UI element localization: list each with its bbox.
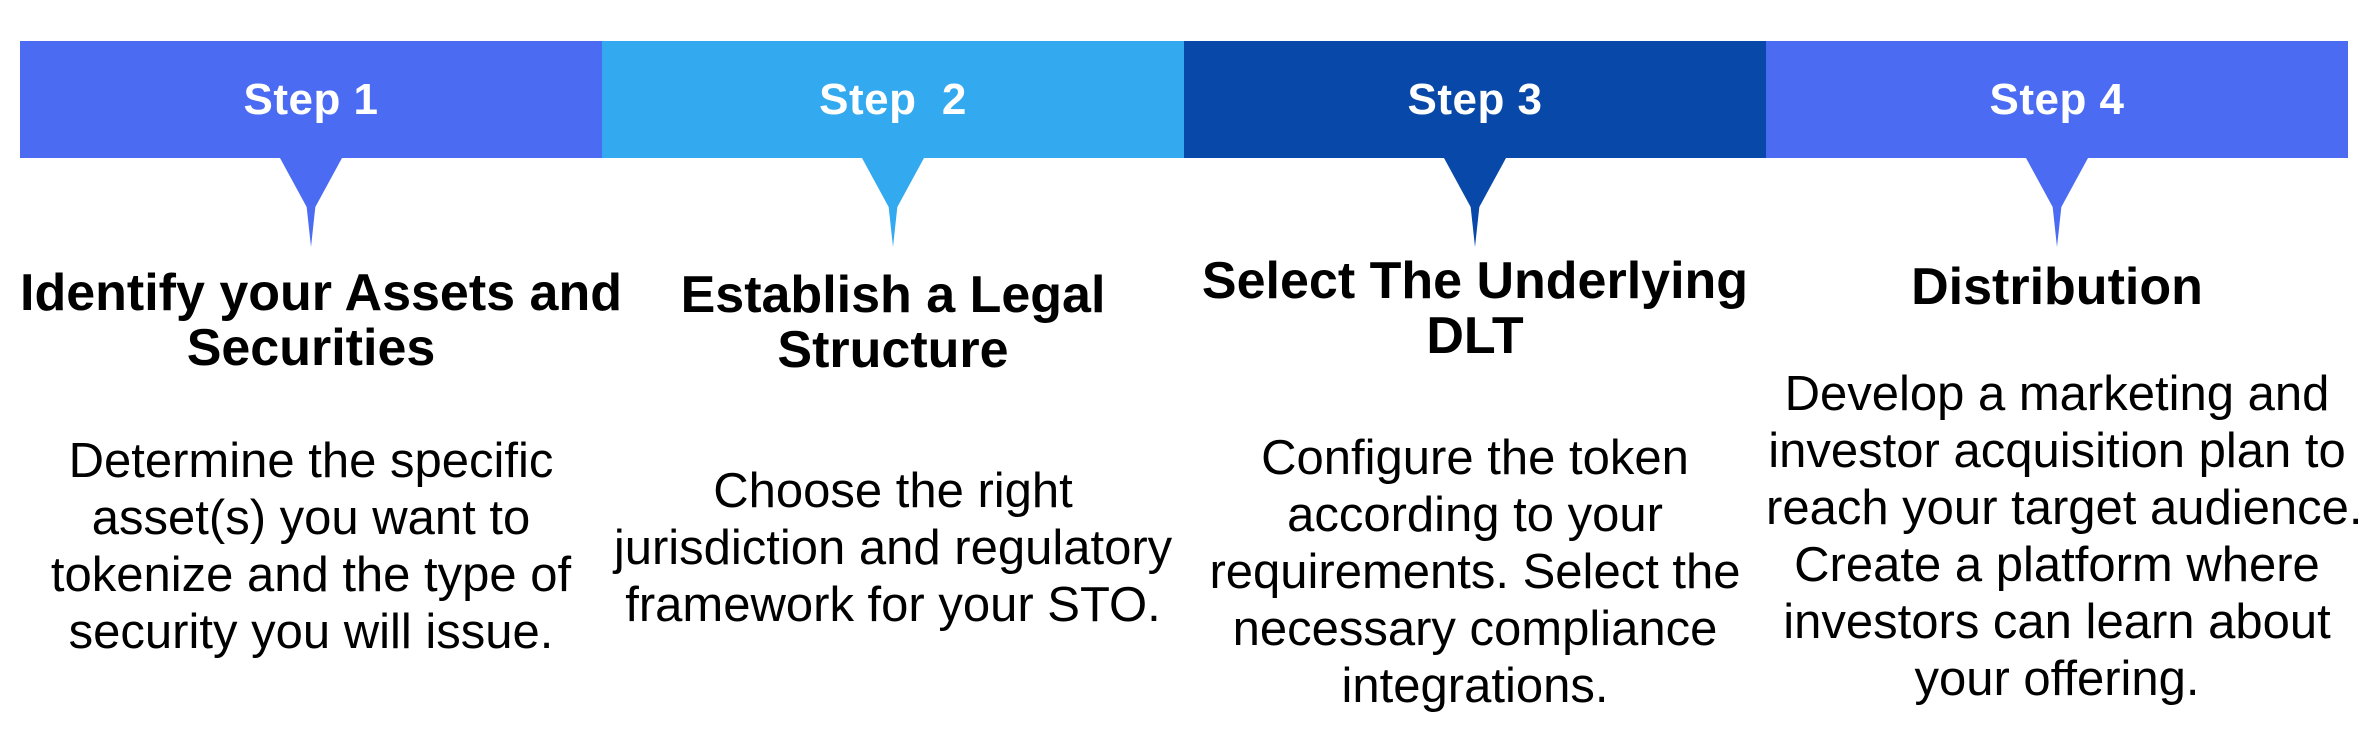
step-4-description: Develop a marketing and investor acquisi… [1766, 367, 2363, 706]
step-4-down-pointer-icon [2026, 158, 2088, 247]
step-column-4: Step 4 Distribution Develop a marketing … [1766, 0, 2363, 743]
step-2-title: Establish a Legal Structure [680, 266, 1106, 379]
step-2-label: Step 2 [819, 74, 967, 124]
step-3-header-bar: Step 3 [1184, 41, 1766, 158]
step-1-header-bar: Step 1 [20, 41, 602, 158]
step-4-header-bar: Step 4 [1766, 41, 2348, 158]
step-3-down-pointer-icon [1444, 158, 1506, 247]
step-3-label: Step 3 [1407, 74, 1543, 124]
step-3-title: Select The Underlying DLT [1201, 252, 1749, 365]
step-1-title: Identify your Assets and Securities [20, 264, 622, 377]
step-column-3: Step 3 Select The Underlying DLT Configu… [1184, 0, 1766, 743]
step-1-label: Step 1 [243, 74, 379, 124]
step-1-down-pointer-icon [280, 158, 342, 247]
step-4-title: Distribution [1911, 258, 2203, 316]
step-2-header-bar: Step 2 [602, 41, 1184, 158]
step-2-down-pointer-icon [862, 158, 924, 247]
step-column-1: Step 1 Identify your Assets and Securiti… [20, 0, 622, 743]
step-column-2: Step 2 Establish a Legal Structure Choos… [602, 0, 1184, 743]
step-3-description: Configure the token according to your re… [1209, 431, 1741, 713]
step-2-description: Choose the right jurisdiction and regula… [613, 464, 1173, 632]
step-1-description: Determine the specific asset(s) you want… [50, 434, 572, 659]
step-4-label: Step 4 [1989, 74, 2125, 124]
